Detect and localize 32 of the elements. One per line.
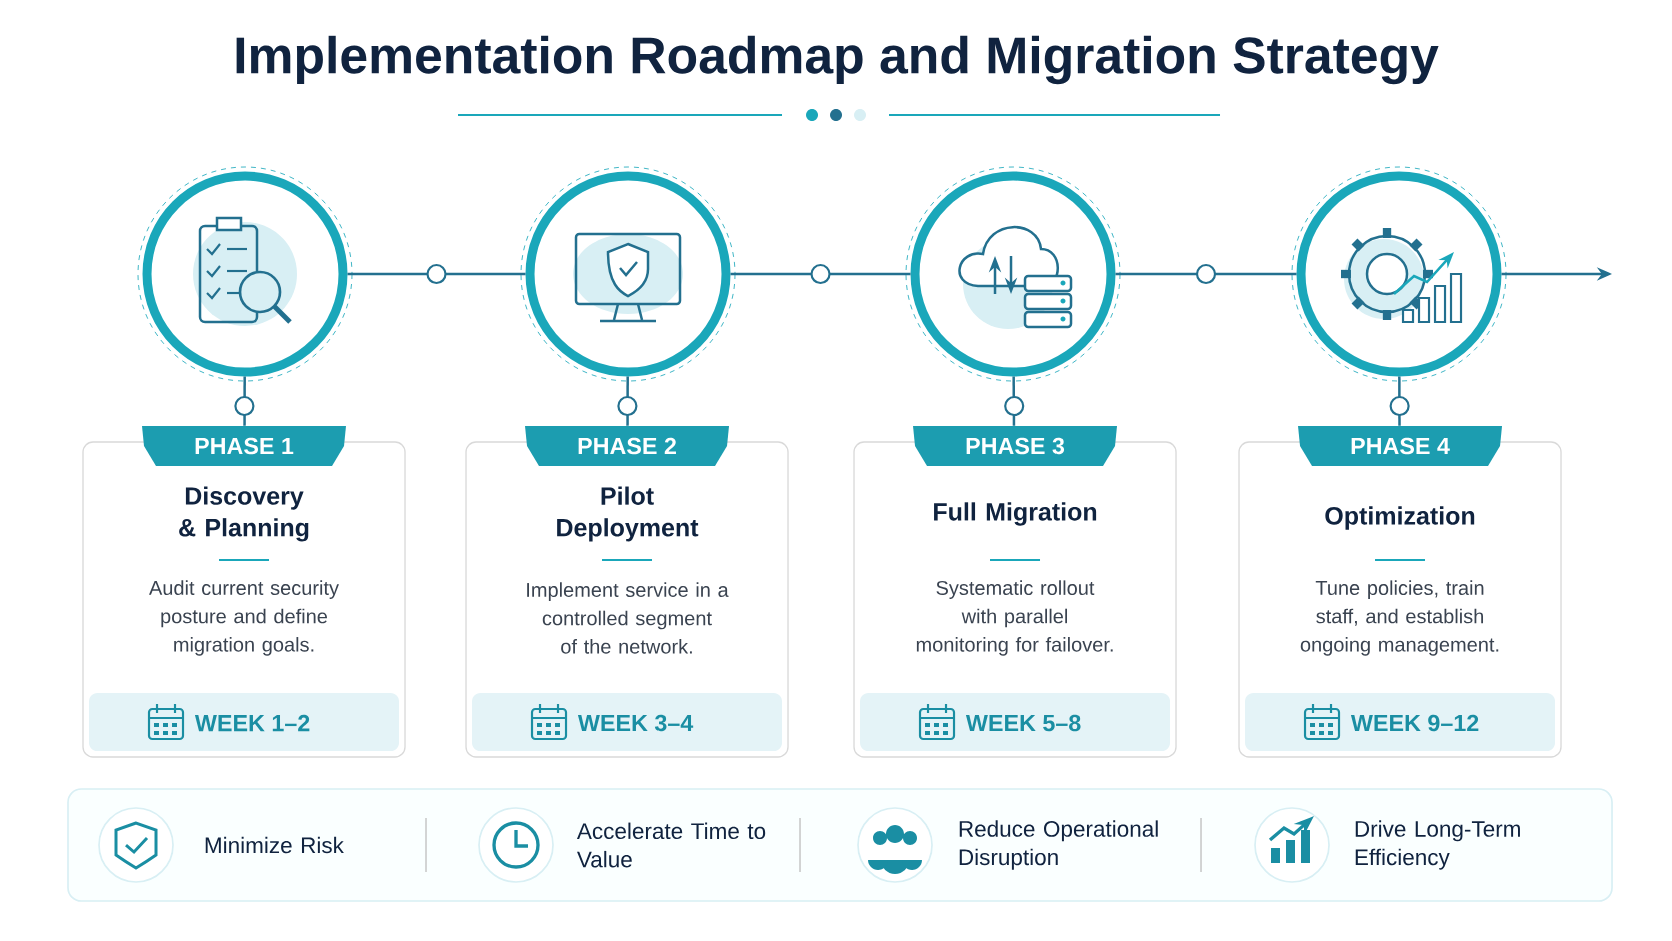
connector (730, 263, 911, 285)
connector (1115, 263, 1297, 285)
week-band: WEEK 5–8 (860, 693, 1170, 751)
connector (347, 263, 526, 285)
card-description: Implement service in a controlled segment of the network. (527, 582, 729, 654)
card-description: Tune policies, train staff, and establish ongoing management. (1300, 580, 1499, 656)
card-heading: Full Migration (934, 502, 1097, 526)
connector (617, 376, 638, 426)
icon-circle (520, 166, 736, 382)
phase-tab: PHASE 2 (525, 426, 729, 466)
benefit-text: Minimize Risk (205, 836, 344, 854)
connector (1389, 376, 1410, 426)
card-description: Audit current security posture and define migration goals. (149, 580, 339, 656)
phase-tab: PHASE 1 (142, 426, 346, 466)
week-band: WEEK 1–2 (89, 693, 399, 751)
benefit-text: Reduce Operational Disruption (959, 820, 1158, 870)
title: Implementation Roadmap and Migration Strategy (236, 35, 1439, 85)
card-heading: Pilot Deployment (557, 486, 699, 542)
card-heading: Discovery & Planning (179, 486, 309, 542)
phase-tab: PHASE 3 (913, 426, 1117, 466)
week-band: WEEK 9–12 (1245, 693, 1555, 751)
week-band: WEEK 3–4 (472, 693, 782, 751)
icon-circle (905, 166, 1121, 382)
icon-circle (1291, 166, 1507, 382)
benefit-text: Drive Long-Term Efficiency (1355, 820, 1520, 870)
card-description: Systematic rollout with parallel monitoring for failover. (916, 580, 1113, 656)
icon-circle (137, 166, 353, 382)
connector (234, 376, 255, 426)
phase-tab: PHASE 4 (1298, 426, 1502, 466)
card-heading: Optimization (1325, 506, 1475, 530)
benefit-text: Accelerate Time to Value (576, 822, 766, 868)
connector (1004, 376, 1025, 426)
